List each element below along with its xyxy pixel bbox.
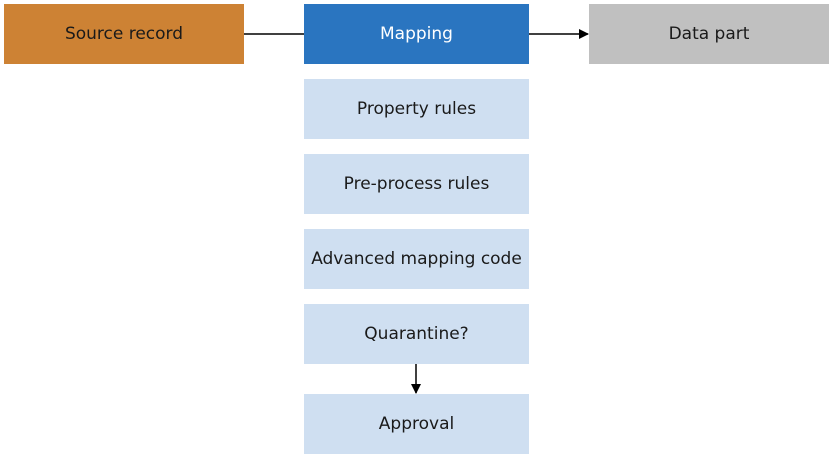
quarantine-label: Quarantine? bbox=[364, 324, 469, 344]
quarantine-box: Quarantine? bbox=[304, 304, 529, 364]
advanced-mapping-code-box: Advanced mapping code bbox=[304, 229, 529, 289]
data-part-label: Data part bbox=[668, 24, 750, 44]
property-rules-box: Property rules bbox=[304, 79, 529, 139]
pre-process-rules-label: Pre-process rules bbox=[343, 174, 490, 194]
pre-process-rules-box: Pre-process rules bbox=[304, 154, 529, 214]
advanced-mapping-code-label: Advanced mapping code bbox=[311, 249, 522, 269]
mapping-box: Mapping bbox=[304, 4, 529, 64]
source-record-label: Source record bbox=[64, 24, 184, 44]
source-record-box: Source record bbox=[4, 4, 244, 64]
approval-label: Approval bbox=[378, 414, 455, 434]
data-part-box: Data part bbox=[589, 4, 829, 64]
property-rules-label: Property rules bbox=[356, 99, 477, 119]
approval-box: Approval bbox=[304, 394, 529, 454]
mapping-label: Mapping bbox=[380, 24, 453, 44]
